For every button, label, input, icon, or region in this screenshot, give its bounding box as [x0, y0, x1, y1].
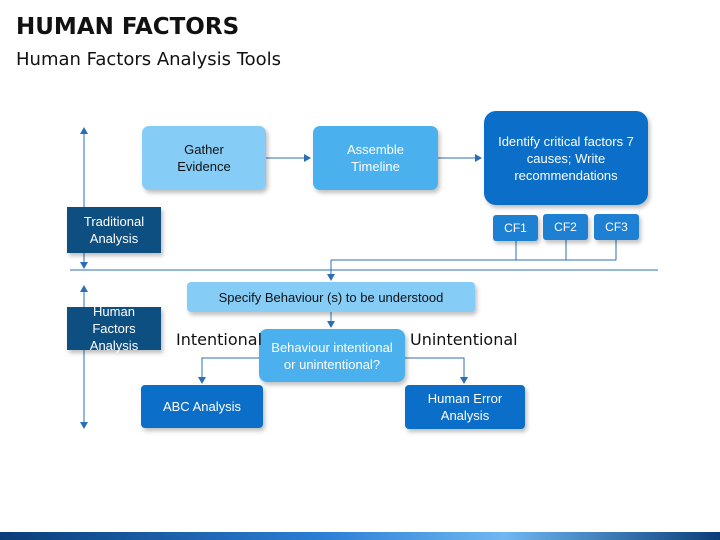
decision-to-abc-arrow: [198, 357, 259, 384]
abc-analysis-label: ABC Analysis: [162, 399, 242, 414]
page-subtitle: Human Factors Analysis Tools: [16, 49, 282, 70]
human-error-analysis-box: Human Error Analysis: [405, 385, 525, 429]
footer-bar: [0, 532, 720, 540]
decision-to-human-error-arrow: [405, 357, 468, 384]
traditional-analysis-label: Traditional Analysis: [83, 214, 145, 246]
page-title: HUMAN FACTORS: [16, 14, 240, 40]
traditional-analysis-box: Traditional Analysis: [67, 207, 161, 253]
gather-evidence-label: Gather Evidence: [177, 142, 231, 174]
cf1-box: CF1: [493, 215, 538, 241]
assemble-timeline-label: Assemble Timeline: [346, 142, 405, 174]
cf2-label: CF2: [554, 219, 577, 234]
cf1-label: CF1: [504, 220, 527, 235]
human-factors-analysis-label: Human Factors Analysis: [89, 304, 139, 353]
identify-factors-label: Identify critical factors 7 causes; Writ…: [498, 133, 634, 183]
specify-behaviour-box: Specify Behaviour (s) to be understood: [187, 282, 475, 312]
human-error-analysis-label: Human Error Analysis: [427, 391, 503, 423]
cf3-box: CF3: [594, 214, 639, 240]
identify-factors-box: Identify critical factors 7 causes; Writ…: [484, 111, 648, 205]
unintentional-label: Unintentional: [410, 330, 518, 349]
assemble-timeline-box: Assemble Timeline: [313, 126, 438, 190]
cf3-label: CF3: [605, 219, 628, 234]
abc-analysis-box: ABC Analysis: [141, 385, 263, 428]
intentional-label: Intentional: [176, 330, 263, 349]
specify-behaviour-label: Specify Behaviour (s) to be understood: [218, 289, 444, 305]
human-factors-analysis-box: Human Factors Analysis: [67, 304, 161, 353]
gather-evidence-box: Gather Evidence: [142, 126, 266, 190]
cf2-box: CF2: [543, 214, 588, 240]
decision-label: Behaviour intentional or unintentional?: [271, 339, 393, 372]
decision-box: Behaviour intentional or unintentional?: [259, 329, 405, 382]
